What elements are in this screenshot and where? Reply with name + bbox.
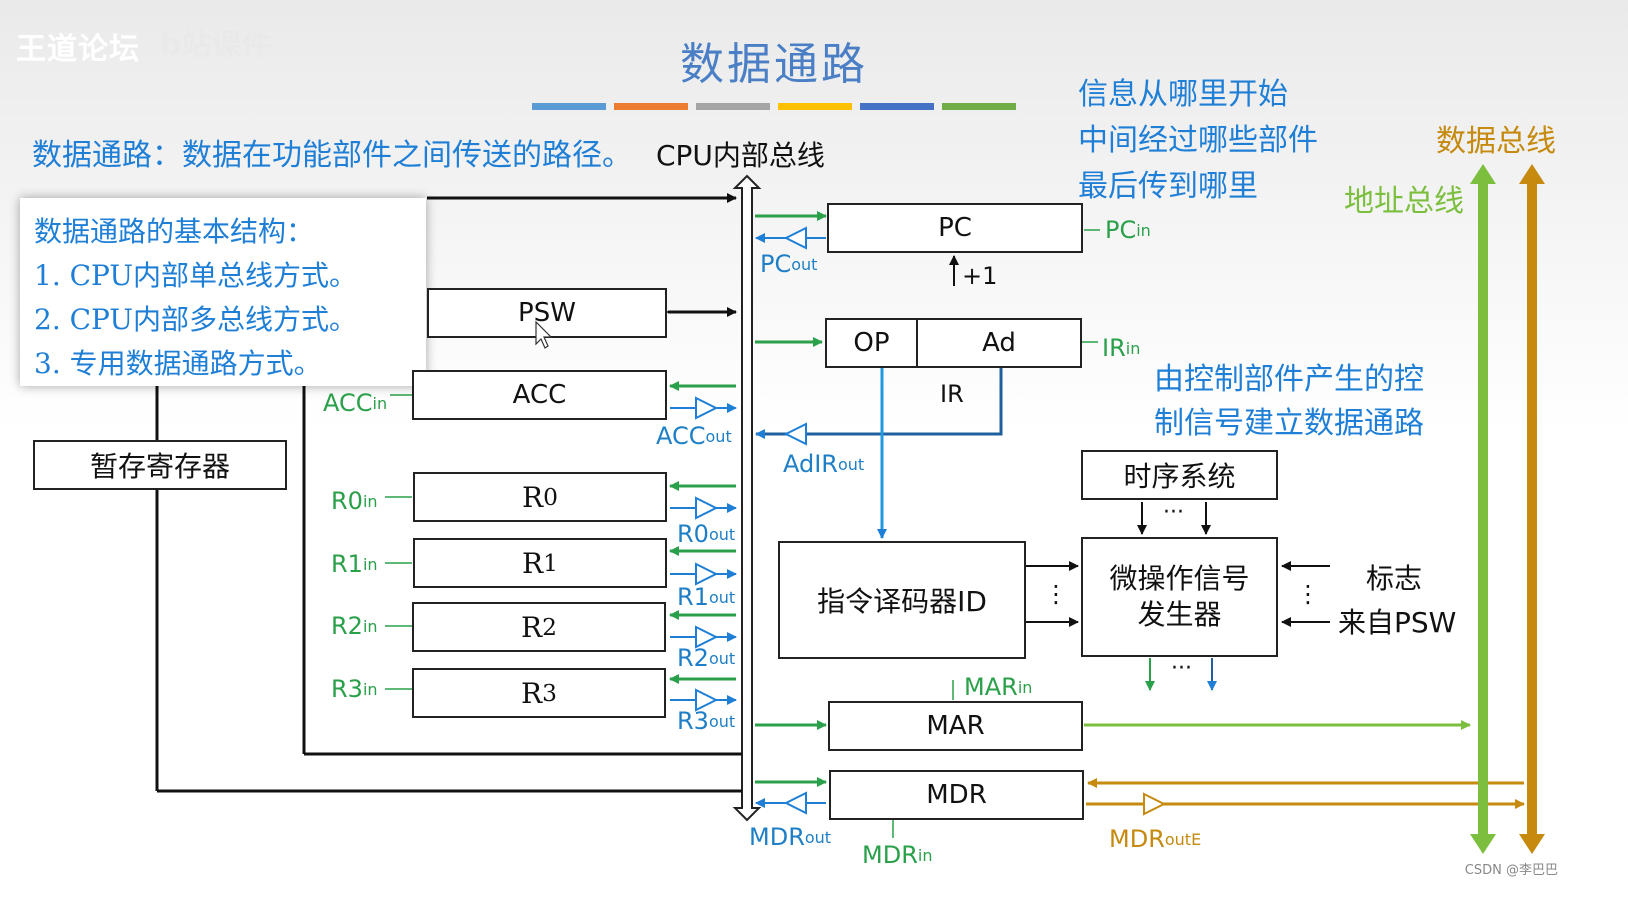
mar-in-signal: MARin xyxy=(964,673,1033,701)
r1-label: R xyxy=(522,546,544,580)
r3-in-signal: R3in xyxy=(331,675,378,703)
pc-register: PC xyxy=(827,203,1083,253)
pc-label: PC xyxy=(938,213,972,243)
cpu-bus-label: CPU内部总线 xyxy=(656,139,825,172)
ellipsis-timing: ··· xyxy=(1163,500,1184,525)
r3-out-signal: R3out xyxy=(677,707,736,735)
definition-text: 数据通路：数据在功能部件之间传送的路径。 xyxy=(32,138,632,173)
data-bus-label: 数据总线 xyxy=(1436,124,1556,159)
r2-label: R xyxy=(521,610,543,644)
mar-label: MAR xyxy=(926,711,985,741)
pc-out-signal: PCout xyxy=(760,250,818,278)
card-heading: 数据通路的基本结构： xyxy=(34,215,315,248)
r0-in-signal: R0in xyxy=(331,487,378,515)
ellipsis-outputs: ··· xyxy=(1171,656,1192,681)
r1-subscript: 1 xyxy=(543,549,558,577)
watermark-faded: b站课件 xyxy=(160,28,272,63)
control-note-line: 制信号建立数据通路 xyxy=(1154,406,1424,441)
instruction-decoder: 指令译码器ID xyxy=(778,541,1026,659)
r1-in-signal: R1in xyxy=(331,550,378,578)
mar-register: MAR xyxy=(828,701,1083,751)
control-note: 由控制部件产生的控 制信号建立数据通路 xyxy=(1154,358,1424,446)
watermark-logo: 王道论坛 xyxy=(16,32,140,67)
decoder-label: 指令译码器ID xyxy=(817,585,987,618)
control-note-line: 由控制部件产生的控 xyxy=(1154,362,1424,397)
address-bus-line xyxy=(1470,164,1496,854)
acc-out-signal: ACCout xyxy=(656,422,732,450)
r0-subscript: 0 xyxy=(543,483,558,511)
register-bus-arrows xyxy=(669,381,737,712)
mdr-out-e-signal: MDRoutE xyxy=(1109,825,1202,853)
temp-label: 暂存寄存器 xyxy=(89,450,230,483)
ellipsis-decoder: ⋮ xyxy=(1044,580,1068,608)
micro-op-generator: 微操作信号 发生器 xyxy=(1081,537,1278,657)
card-item: 2. CPU内部多总线方式。 xyxy=(34,303,357,336)
flag-label: 标志 xyxy=(1366,562,1423,595)
page-title: 数据通路 xyxy=(680,39,868,90)
timing-system: 时序系统 xyxy=(1081,450,1278,500)
credit: CSDN @李巴巴 xyxy=(1464,863,1558,878)
pc-increment-label: +1 xyxy=(962,262,998,290)
title-stripe xyxy=(778,103,852,110)
title-stripe xyxy=(942,103,1016,110)
mdr-label: MDR xyxy=(926,780,987,810)
r0-out-signal: R0out xyxy=(677,520,736,548)
info-line: 最后传到哪里 xyxy=(1078,169,1258,204)
r1-out-signal: R1out xyxy=(677,583,736,611)
temp-register: 暂存寄存器 xyxy=(33,440,287,490)
info-line: 中间经过哪些部件 xyxy=(1078,123,1318,158)
info-line: 信息从哪里开始 xyxy=(1078,77,1288,112)
info-lines: 信息从哪里开始 中间经过哪些部件 最后传到哪里 xyxy=(1078,72,1318,210)
ad-ir-out-signal: AdIRout xyxy=(783,450,865,478)
card-item: 3. 专用数据通路方式。 xyxy=(34,347,322,380)
r0-label: R xyxy=(522,480,544,514)
ad-label: Ad xyxy=(982,328,1016,358)
mdr-out-signal: MDRout xyxy=(749,823,832,851)
card-item: 1. CPU内部单总线方式。 xyxy=(34,259,357,292)
mdr-register: MDR xyxy=(829,770,1084,820)
ir-label: IR xyxy=(940,380,964,408)
r3-label: R xyxy=(521,676,543,710)
title-stripe xyxy=(860,103,934,110)
data-bus-line xyxy=(1519,164,1545,854)
structure-card: 数据通路的基本结构： 1. CPU内部单总线方式。 2. CPU内部多总线方式。… xyxy=(20,198,426,386)
address-bus-label: 地址总线 xyxy=(1344,184,1464,219)
psw-label: PSW xyxy=(518,298,576,328)
timing-label: 时序系统 xyxy=(1123,460,1236,493)
title-stripe xyxy=(614,103,688,110)
ir-in-signal: IRin xyxy=(1102,334,1141,362)
micro-gen-line: 微操作信号 xyxy=(1109,562,1250,595)
psw-register: PSW xyxy=(427,288,667,338)
title-stripe xyxy=(696,103,770,110)
ellipsis-flags: ⋮ xyxy=(1296,580,1320,608)
title-stripe xyxy=(532,103,606,110)
ir-ad-field: Ad xyxy=(916,318,1082,368)
acc-label: ACC xyxy=(512,380,567,410)
r3-subscript: 3 xyxy=(542,679,557,707)
from-psw-label: 来自PSW xyxy=(1338,606,1457,639)
r2-in-signal: R2in xyxy=(331,612,378,640)
op-label: OP xyxy=(853,328,890,358)
cpu-internal-bus xyxy=(732,174,762,822)
mdr-in-signal: MDRin xyxy=(862,841,933,869)
r2-out-signal: R2out xyxy=(677,644,736,672)
pc-in-signal: PCin xyxy=(1105,216,1151,244)
ir-op-field: OP xyxy=(825,318,918,368)
r2-subscript: 2 xyxy=(542,613,557,641)
acc-register: ACC xyxy=(412,370,667,420)
acc-in-signal: ACCin xyxy=(323,389,388,417)
micro-gen-line: 发生器 xyxy=(1137,598,1222,631)
